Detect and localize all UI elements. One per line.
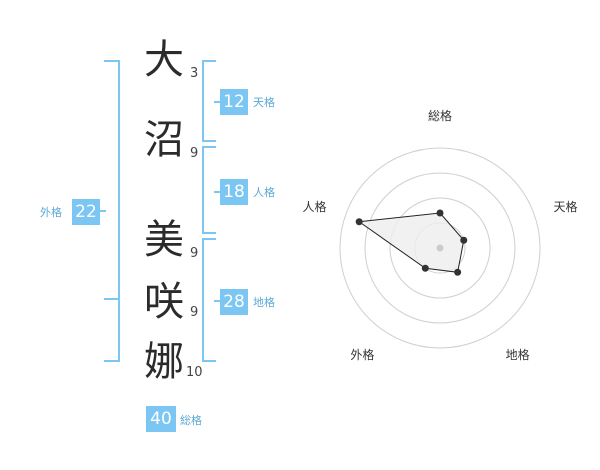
radar-ring-3 xyxy=(364,172,516,324)
radar-point-2 xyxy=(460,236,468,244)
tenkaku-score: 12 xyxy=(220,89,248,115)
radar-point-4 xyxy=(421,264,429,272)
jinkaku-label: 人格 xyxy=(253,186,275,199)
tenkaku-label: 天格 xyxy=(253,96,275,109)
tenkaku-bracket xyxy=(202,60,216,142)
chikaku-score: 28 xyxy=(220,289,248,315)
tenkaku-connector xyxy=(214,101,220,103)
soukaku-label: 総格 xyxy=(180,414,202,427)
gaikaku-bracket-tick xyxy=(104,298,118,300)
name-char-3: 美 xyxy=(144,217,184,263)
chikaku-label: 地格 xyxy=(253,296,275,309)
radar-point-1 xyxy=(436,209,444,217)
radar-axis-label-5: 人格 xyxy=(302,199,326,214)
gaikaku-label: 外格 xyxy=(40,206,62,219)
soukaku-score: 40 xyxy=(146,406,176,432)
stroke-count-3: 9 xyxy=(190,246,199,261)
chikaku-bracket xyxy=(202,238,216,362)
radar-point-3 xyxy=(454,268,462,276)
radar-axis-label-4: 外格 xyxy=(350,347,374,362)
name-char-4: 咲 xyxy=(144,279,184,325)
radar-ring-2 xyxy=(389,197,491,299)
jinkaku-connector xyxy=(214,191,220,193)
radar-point-5 xyxy=(355,218,363,226)
gaikaku-bracket xyxy=(104,60,120,362)
gaikaku-score: 22 xyxy=(72,199,100,225)
jinkaku-bracket xyxy=(202,146,216,234)
gaikaku-connector xyxy=(98,210,106,212)
stroke-count-4: 9 xyxy=(190,305,199,320)
radar-ring-4 xyxy=(339,147,541,349)
radar-axis-label-3: 地格 xyxy=(506,347,530,362)
radar-axis-label-2: 天格 xyxy=(554,199,578,214)
radar-axis-label-1: 総格 xyxy=(428,108,452,123)
radar-center xyxy=(436,244,444,252)
name-char-5: 娜 xyxy=(144,339,184,385)
radar-polygon xyxy=(357,212,465,273)
jinkaku-score: 18 xyxy=(220,179,248,205)
stroke-count-1: 3 xyxy=(190,66,199,81)
stroke-count-5: 10 xyxy=(186,365,203,380)
chikaku-connector xyxy=(214,300,220,302)
stroke-count-2: 9 xyxy=(190,146,199,161)
name-char-2: 沼 xyxy=(144,117,184,163)
name-char-1: 大 xyxy=(144,37,184,83)
